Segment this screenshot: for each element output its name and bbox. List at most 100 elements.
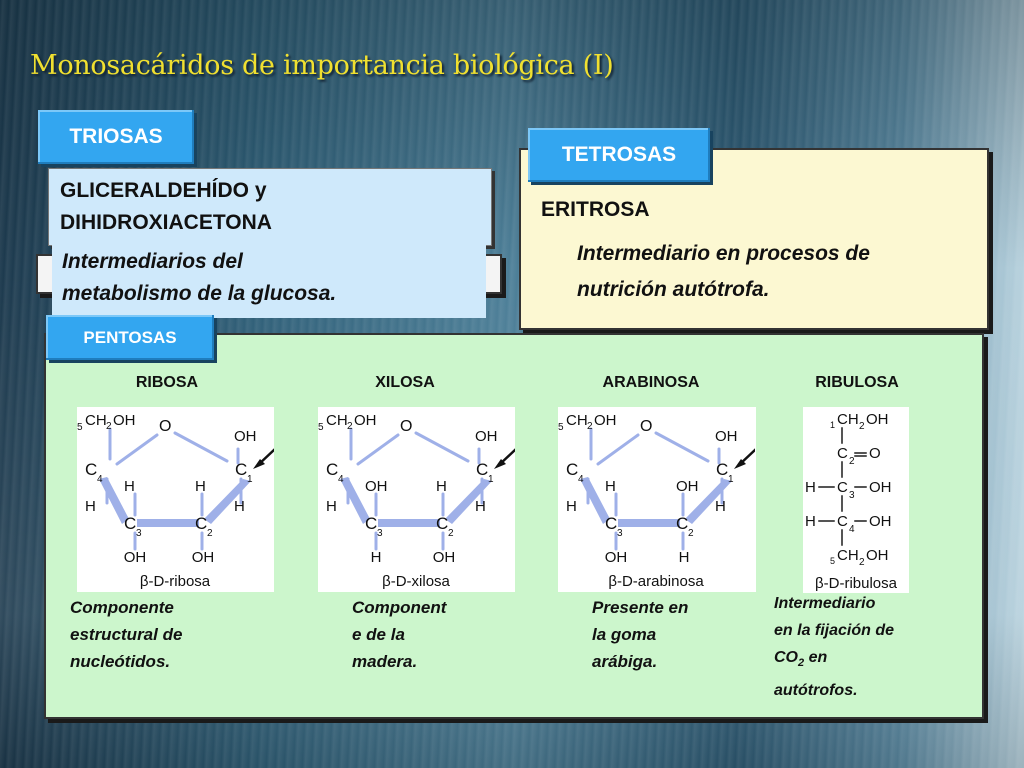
page-title: Monosacáridos de importancia biológica (… [30, 50, 614, 81]
anomeric-arrow-head [734, 459, 746, 469]
molecule-name-xilosa: XILOSA [375, 374, 435, 391]
ribulosa-right-substituent: O [869, 445, 881, 462]
bond-c3-c2-bold [378, 519, 440, 527]
c4-h-label: H [326, 498, 337, 515]
bond-c1-c2-wedge [204, 479, 251, 524]
triosas-desc-line1: Intermediarios del [62, 250, 243, 273]
structure-caption: β-D-ribosa [140, 573, 211, 590]
ch2oh-label: CH [85, 412, 107, 429]
c1-oh-label: OH [234, 428, 257, 445]
ribulosa-carbon-4: C [837, 513, 848, 530]
bond-c4-o [596, 433, 640, 466]
c3-label: C [365, 514, 377, 533]
bond-c3-c2-bold [618, 519, 680, 527]
tetrosas-panel: ERITROSA Intermediario en procesos de nu… [519, 148, 989, 330]
ribulosa-right-substituent: OH [869, 513, 892, 530]
ribulosa-description: Intermediario en la fijación de CO2 en a… [774, 595, 895, 700]
c2-down-substituent: H [679, 549, 690, 566]
ribulosa-carbon-number: 2 [849, 456, 855, 467]
triosas-desc-card: Intermediarios del metabolismo de la glu… [52, 244, 486, 318]
c3-down-substituent: OH [605, 549, 628, 566]
c4-label: C [566, 460, 578, 479]
c4-h-label: H [85, 498, 96, 515]
triosas-heading-line1: GLICERALDEHÍDO y [60, 179, 267, 202]
ribulosa-caption: β-D-ribulosa [815, 575, 898, 592]
ch2oh-subscript: 2 [347, 421, 353, 432]
bond-c3-c2-bold [137, 519, 199, 527]
ribosa-description: Componente estructural de nucleótidos. [70, 598, 183, 671]
c3-number: 3 [136, 528, 142, 539]
ring-oxygen: O [400, 418, 412, 435]
c2-label: C [676, 514, 688, 533]
triosas-heading-line2: DIHIDROXIACETONA [60, 211, 272, 234]
c2-label: C [195, 514, 207, 533]
c3-number: 3 [377, 528, 383, 539]
c2-number: 2 [448, 528, 454, 539]
ch2oh-subscript: 2 [106, 421, 112, 432]
c2-up-substituent: OH [676, 478, 699, 495]
arabinosa-description: Presente en la goma arábiga. [592, 598, 689, 671]
ring-oxygen: O [159, 418, 171, 435]
triosas-heading-card: GLICERALDEHÍDO y DIHIDROXIACETONA [48, 168, 492, 246]
c3-number: 3 [617, 528, 623, 539]
c1-h-label: H [475, 498, 486, 515]
bond-c4-o [356, 433, 400, 466]
tetrosas-desc-line2: nutrición autótrofa. [577, 278, 770, 301]
c1-h-label: H [715, 498, 726, 515]
c1-label: C [235, 460, 247, 479]
tetrosas-desc-line1: Intermediario en procesos de [577, 242, 870, 265]
ribulosa-left-substituent: H [805, 479, 816, 496]
structure-caption: β-D-xilosa [382, 573, 450, 590]
ribulosa-carbon-5: CH [837, 547, 859, 564]
c3-up-substituent: H [124, 478, 135, 495]
c1-oh-label: OH [475, 428, 498, 445]
c5-number: 5 [558, 422, 564, 433]
ring-oxygen: O [640, 418, 652, 435]
c3-up-substituent: H [605, 478, 616, 495]
ribulosa-carbon-number: 4 [849, 524, 855, 535]
c2-down-substituent: OH [192, 549, 215, 566]
c1-label: C [476, 460, 488, 479]
ribulosa-carbon-3: C [837, 479, 848, 496]
molecule-name-ribosa: RIBOSA [135, 374, 199, 391]
ribulosa-pre-number: 5 [830, 556, 835, 566]
c5-number: 5 [77, 422, 83, 433]
c4-number: 4 [97, 474, 103, 485]
ribulosa-carbon-1: CH [837, 411, 859, 428]
tetrosas-tag: TETROSAS [528, 128, 710, 182]
xilosa-description: Component e de la madera. [352, 598, 447, 671]
ch2oh-oh: OH [594, 412, 617, 429]
ch2oh-subscript: 2 [587, 421, 593, 432]
c4-label: C [85, 460, 97, 479]
c1-number: 1 [728, 474, 734, 485]
bond-o-c1 [173, 431, 229, 463]
c4-number: 4 [578, 474, 584, 485]
ribulosa-ch2-subscript: 2 [859, 421, 865, 432]
ch2oh-oh: OH [113, 412, 136, 429]
ribulosa-left-substituent: H [805, 513, 816, 530]
bond-c1-c2-wedge [445, 479, 492, 524]
c4-label: C [326, 460, 338, 479]
c1-h-label: H [234, 498, 245, 515]
c1-number: 1 [247, 474, 253, 485]
c1-oh-label: OH [715, 428, 738, 445]
anomeric-arrow-head [253, 459, 265, 469]
bond-c1-c2-wedge [685, 479, 732, 524]
c2-label: C [436, 514, 448, 533]
c2-up-substituent: H [436, 478, 447, 495]
ch2oh-label: CH [326, 412, 348, 429]
c2-up-substituent: H [195, 478, 206, 495]
ribulosa-carbon-2: C [837, 445, 848, 462]
ribulosa-ch2-oh: OH [866, 547, 889, 564]
molecule-name-arabinosa: ARABINOSA [602, 374, 700, 391]
c3-up-substituent: OH [365, 478, 388, 495]
c4-number: 4 [338, 474, 344, 485]
ribulosa-ch2-oh: OH [866, 411, 889, 428]
